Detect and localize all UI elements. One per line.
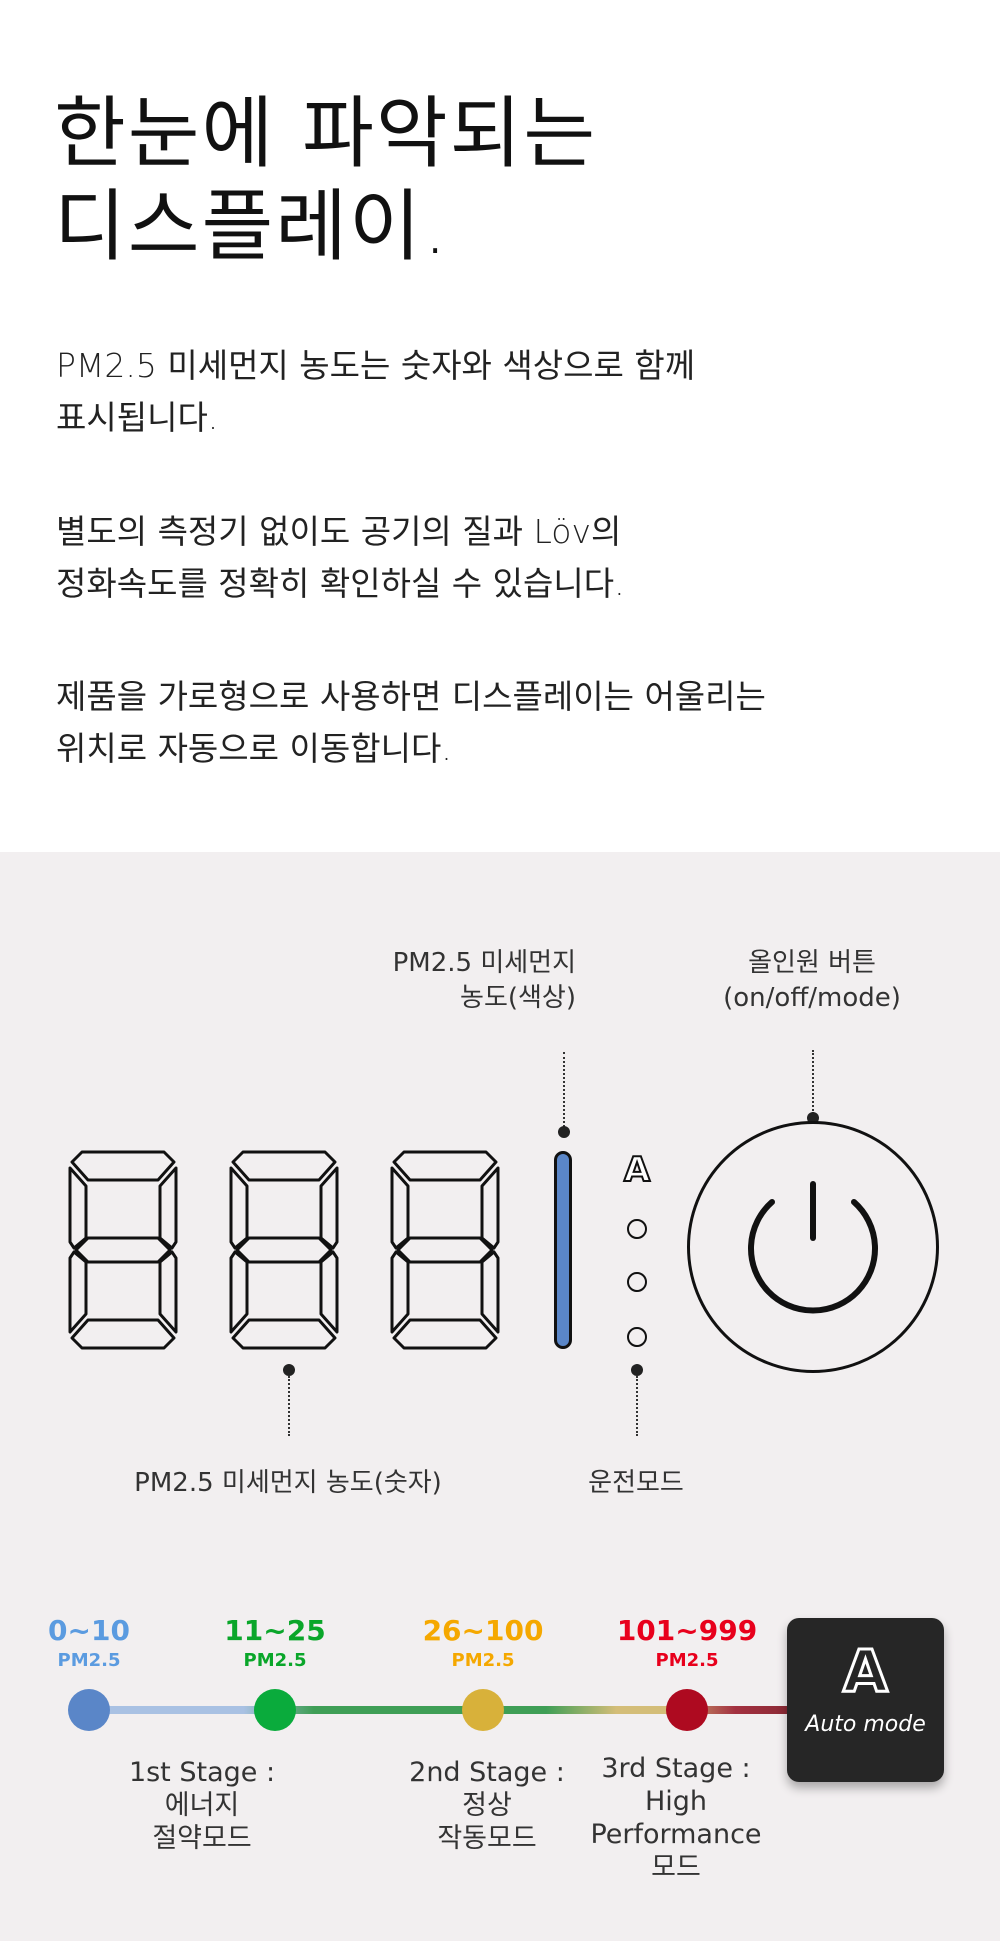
stage-dot-3 xyxy=(462,1689,504,1731)
seven-segment-display xyxy=(68,1150,500,1350)
digit-3 xyxy=(390,1150,500,1350)
label-line: PM2.5 미세먼지 xyxy=(392,948,576,978)
label-line: 정상 xyxy=(462,1790,512,1821)
mode-indicator-3 xyxy=(627,1327,647,1347)
leader-line xyxy=(288,1376,290,1436)
leader-line xyxy=(636,1376,638,1436)
paragraph-line: 표시됩니다. xyxy=(56,398,219,437)
power-button[interactable] xyxy=(687,1121,939,1373)
headline-line-1: 한눈에 파악되는 xyxy=(54,89,598,179)
label-line: 작동모드 xyxy=(437,1823,537,1854)
stage-range-4: 101~999 xyxy=(616,1614,758,1647)
color-indicator-bar xyxy=(554,1151,572,1349)
label-line: 1st Stage : xyxy=(128,1757,276,1788)
label-line: 2nd Stage : xyxy=(409,1757,565,1788)
paragraph-line: 정화속도를 정확히 확인하실 수 있습니다. xyxy=(56,564,625,603)
stage-dot-1 xyxy=(68,1689,110,1731)
label-line: (on/off/mode) xyxy=(723,983,901,1013)
color-concentration-label: PM2.5 미세먼지 농도(색상) xyxy=(393,946,576,1016)
digit-1 xyxy=(68,1150,178,1350)
leader-line xyxy=(563,1052,565,1127)
label-line: 절약모드 xyxy=(152,1823,252,1854)
mode-indicator-2 xyxy=(627,1272,647,1292)
headline-line-2: 디스플레이. xyxy=(54,182,450,272)
label-line: 3rd Stage : xyxy=(601,1753,751,1784)
leader-dot xyxy=(558,1126,570,1138)
paragraph-line: PM2.5 미세먼지 농도는 숫자와 색상으로 함께 xyxy=(56,346,696,385)
stage-range-1: 0~10 xyxy=(48,1614,130,1647)
leader-dot xyxy=(283,1364,295,1376)
auto-mode-icon: A xyxy=(842,1637,890,1705)
stage-2-label: 2nd Stage : 정상 작동모드 xyxy=(409,1756,565,1855)
stage-unit-1: PM2.5 xyxy=(57,1650,121,1671)
stage-unit-2: PM2.5 xyxy=(243,1650,307,1671)
paragraph-line: 별도의 측정기 없이도 공기의 질과 Löv의 xyxy=(56,512,622,551)
paragraph-line: 위치로 자동으로 이동합니다. xyxy=(56,729,452,768)
paragraph-2: 별도의 측정기 없이도 공기의 질과 Löv의 정화속도를 정확히 확인하실 수… xyxy=(56,506,625,610)
label-line: High xyxy=(644,1786,708,1817)
leader-line xyxy=(812,1050,814,1114)
mode-indicator-1 xyxy=(627,1219,647,1239)
auto-mode-indicator: A xyxy=(623,1150,651,1190)
auto-mode-text: Auto mode xyxy=(805,1712,926,1737)
label-line: 에너지 xyxy=(164,1790,240,1821)
stage-gradient-line xyxy=(89,1706,792,1714)
stage-unit-3: PM2.5 xyxy=(451,1650,515,1671)
stage-1-label: 1st Stage : 에너지 절약모드 xyxy=(129,1756,275,1855)
label-line: 모드 xyxy=(651,1852,701,1883)
power-icon xyxy=(748,1181,878,1314)
stage-range-2: 11~25 xyxy=(224,1614,326,1647)
stage-range-3: 26~100 xyxy=(422,1614,544,1647)
stage-dot-4 xyxy=(666,1689,708,1731)
operation-mode-label: 운전모드 xyxy=(588,1468,684,1498)
digit-2 xyxy=(229,1150,339,1350)
number-concentration-label: PM2.5 미세먼지 농도(숫자) xyxy=(134,1468,442,1498)
headline: 한눈에 파악되는 디스플레이. xyxy=(54,88,597,274)
label-line: 농도(색상) xyxy=(460,983,576,1013)
all-in-one-button-label: 올인원 버튼 (on/off/mode) xyxy=(723,946,901,1016)
stage-3-label: 3rd Stage : High Performance 모드 xyxy=(590,1752,761,1884)
leader-dot xyxy=(631,1364,643,1376)
stage-unit-4: PM2.5 xyxy=(655,1650,719,1671)
stage-dot-2 xyxy=(254,1689,296,1731)
label-line: 올인원 버튼 xyxy=(748,948,876,978)
paragraph-3: 제품을 가로형으로 사용하면 디스플레이는 어울리는 위치로 자동으로 이동합니… xyxy=(56,671,766,775)
auto-mode-button[interactable]: A Auto mode xyxy=(787,1618,944,1782)
paragraph-line: 제품을 가로형으로 사용하면 디스플레이는 어울리는 xyxy=(56,677,766,716)
label-line: Performance xyxy=(590,1819,762,1850)
paragraph-1: PM2.5 미세먼지 농도는 숫자와 색상으로 함께 표시됩니다. xyxy=(56,340,695,444)
